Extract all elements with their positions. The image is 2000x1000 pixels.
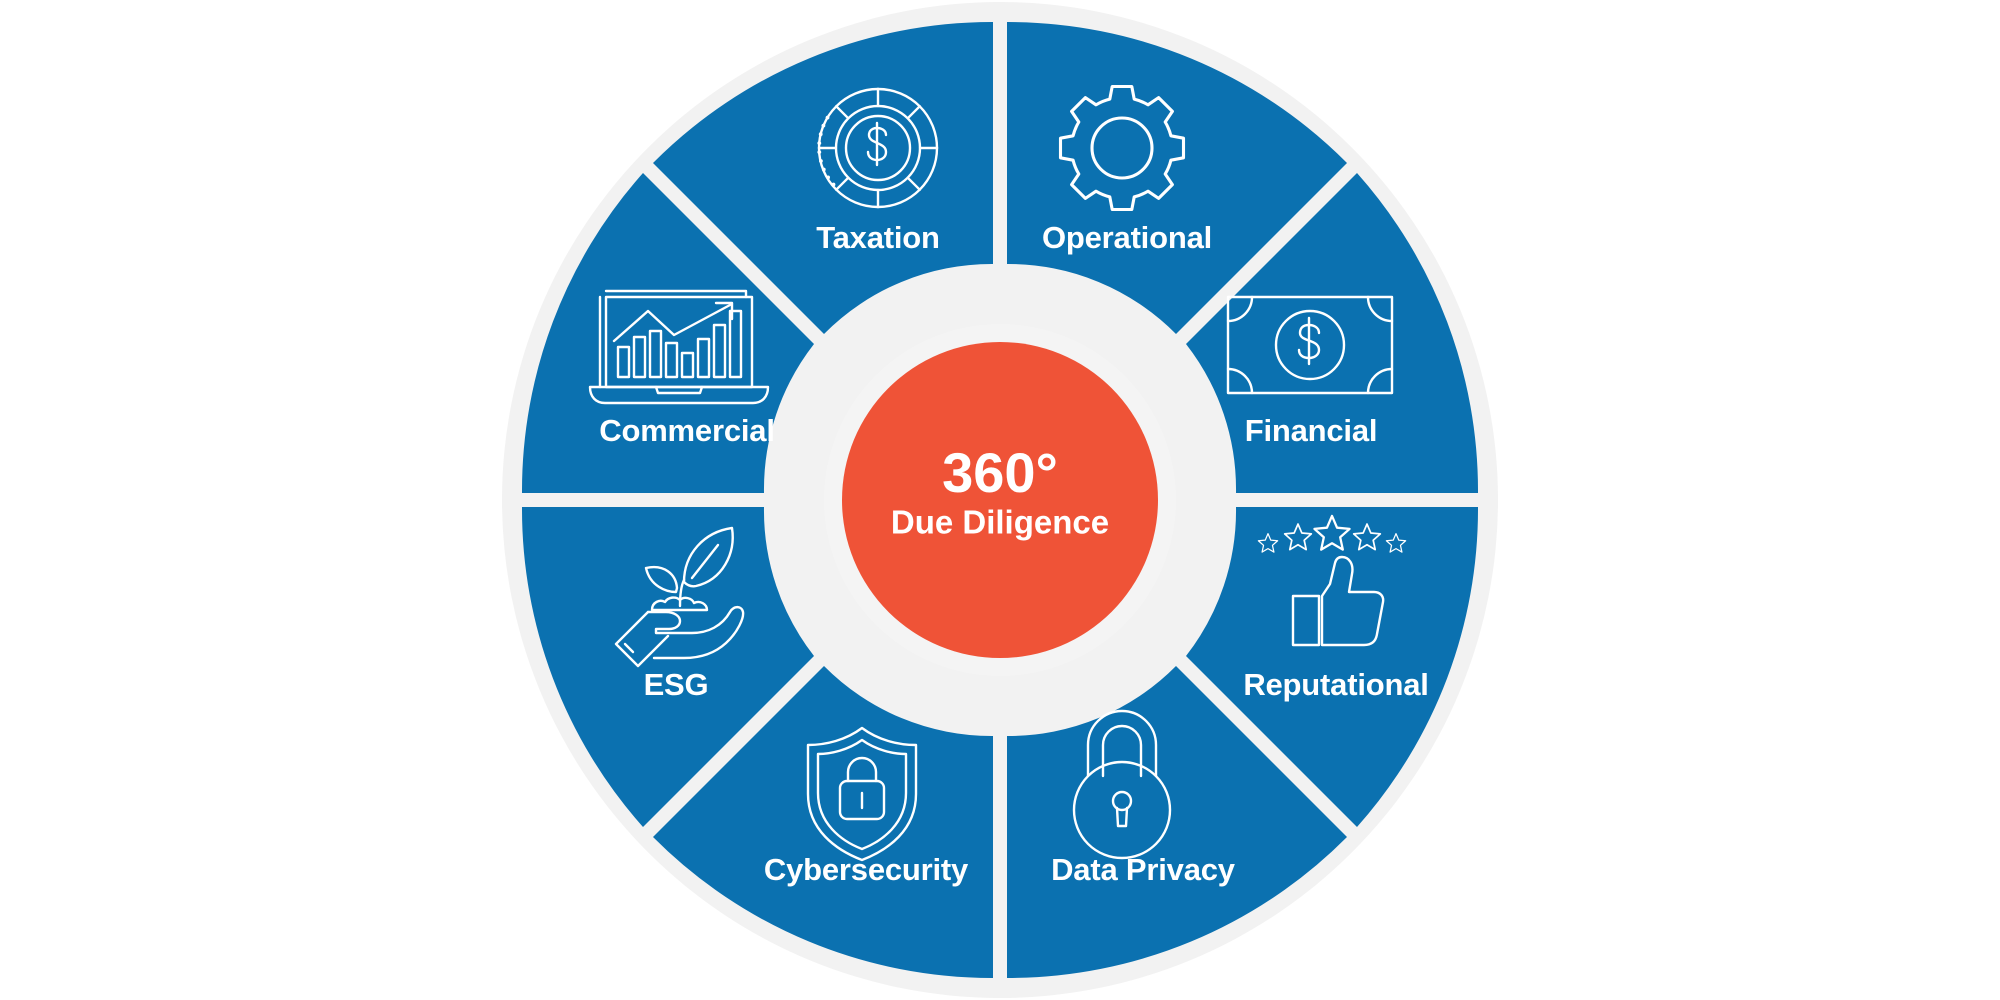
segment-taxation-wedge[interactable] xyxy=(653,21,993,335)
hub-circle[interactable] xyxy=(842,342,1158,658)
segment-commercial-wedge[interactable] xyxy=(521,173,814,493)
segment-esg-wedge[interactable] xyxy=(521,507,814,827)
segment-label-cybersecurity: Cybersecurity xyxy=(764,852,969,887)
segment-label-commercial: Commercial xyxy=(599,413,774,448)
segment-label-operational: Operational xyxy=(1042,220,1212,255)
segment-label-taxation: Taxation xyxy=(816,220,940,255)
segment-label-financial: Financial xyxy=(1245,413,1378,448)
thumbs-up-stars-icon xyxy=(1257,514,1407,647)
segment-label-data-privacy: Data Privacy xyxy=(1051,852,1236,887)
banknote-dollar-icon xyxy=(1226,295,1394,395)
segment-financial-wedge[interactable] xyxy=(1186,173,1479,493)
segment-data-privacy-wedge[interactable] xyxy=(1007,666,1347,979)
gear-icon xyxy=(1058,84,1186,212)
laptop-chart-growth-icon xyxy=(588,289,770,405)
segment-operational-wedge[interactable] xyxy=(1007,21,1347,335)
hub-subtitle: Due Diligence xyxy=(891,504,1109,541)
shield-lock-icon xyxy=(806,726,918,862)
segment-ring xyxy=(521,21,1479,979)
segment-label-esg: ESG xyxy=(644,667,709,702)
padlock-icon xyxy=(1072,709,1172,860)
segment-label-reputational: Reputational xyxy=(1243,667,1428,702)
segment-reputational-wedge[interactable] xyxy=(1186,507,1479,827)
hand-plant-icon xyxy=(614,526,745,668)
hub-title: 360° xyxy=(942,441,1058,504)
coin-dollar-icon xyxy=(817,87,939,209)
